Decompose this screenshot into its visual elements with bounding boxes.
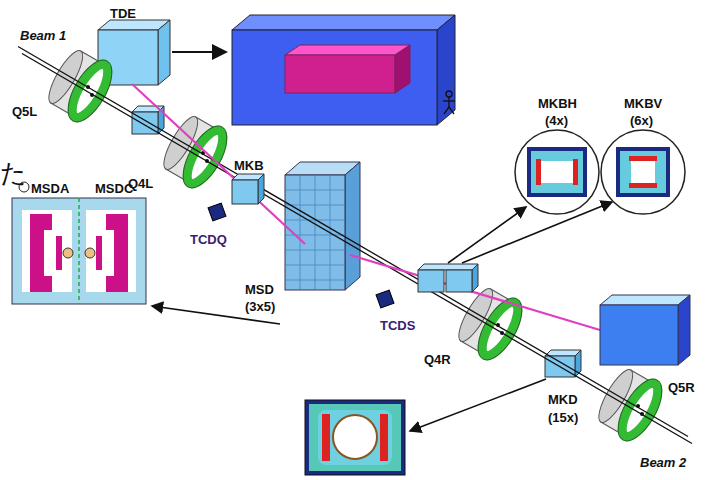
count-label: (3x5) [245,299,275,314]
part-name: TDE [110,6,136,21]
text-fragment: た [0,158,27,188]
count-label: (6x) [630,113,653,128]
magnet-name: Q4R [424,352,451,367]
magnet-name: MKBH [538,96,577,111]
magnet-name: MSD [245,282,274,297]
magnet-name: MKB [234,158,264,173]
count-label: (15x) [548,410,578,425]
absorber-name: TCDQ [190,232,227,247]
absorber-name: TCDS [380,318,415,333]
count-label: (4x) [545,113,568,128]
magnet-name: MKD [548,392,578,407]
beam-label: Beam 2 [640,455,686,470]
beam-label: Beam 1 [20,28,66,43]
magnet-name: Q5R [668,380,695,395]
magnet-name: MKBV [624,96,662,111]
magnet-name: Q5L [12,104,37,119]
magnet-name: MSDC [95,181,133,196]
magnet-name: MSDA [31,181,69,196]
